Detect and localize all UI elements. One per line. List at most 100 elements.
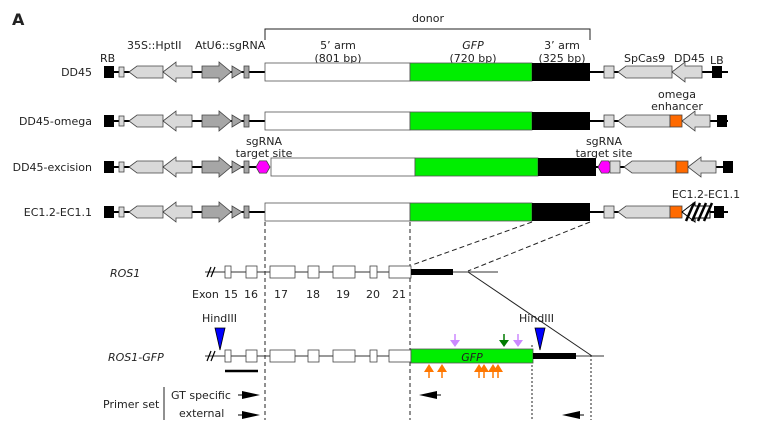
arm5-name: 5’ arm bbox=[320, 39, 356, 52]
cas9-arrow bbox=[617, 205, 671, 219]
atu6-promoter-arrow bbox=[201, 156, 232, 178]
dd45-promoter-arrow bbox=[681, 110, 711, 132]
construct-label: DD45-excision bbox=[13, 161, 92, 174]
sgrna-arrow bbox=[231, 65, 243, 79]
gfp-block bbox=[409, 202, 533, 222]
cas9-terminator bbox=[609, 160, 621, 174]
panel-label: A bbox=[12, 10, 25, 29]
construct-label: EC1.2-EC1.1 bbox=[24, 206, 92, 219]
hindiii-label-2: HindIII bbox=[519, 312, 554, 325]
construct-row bbox=[104, 200, 728, 224]
arm5-block bbox=[264, 202, 411, 222]
mutation-arrow-head bbox=[450, 340, 460, 347]
sgrna-arrow bbox=[231, 205, 243, 219]
hptii-arrow bbox=[128, 114, 164, 128]
cas9-terminator bbox=[603, 205, 615, 219]
target-label-1b: sgRNA bbox=[586, 135, 623, 148]
arm3-block bbox=[532, 203, 590, 221]
mutation-arrow-head bbox=[513, 340, 523, 347]
exon-number: 19 bbox=[336, 288, 350, 301]
lb-label: LB bbox=[710, 54, 724, 67]
arm3-block bbox=[538, 158, 596, 176]
hindiii-label-1: HindIII bbox=[202, 312, 237, 325]
hptii-arrow bbox=[128, 205, 164, 219]
insertion-line bbox=[467, 271, 593, 357]
arm5-block bbox=[264, 62, 411, 82]
hindiii-site bbox=[214, 327, 226, 351]
sgrna-terminator bbox=[243, 205, 250, 219]
atu6-promoter-arrow bbox=[201, 201, 232, 223]
ros1-3utr bbox=[411, 269, 453, 275]
exon-number: 20 bbox=[366, 288, 380, 301]
donor-bracket: donor bbox=[264, 12, 591, 40]
gfp-block bbox=[409, 62, 533, 82]
hptii-arrow bbox=[128, 160, 164, 174]
exon-number: 15 bbox=[224, 288, 238, 301]
exon-box bbox=[307, 265, 320, 279]
sgrna-terminator bbox=[243, 160, 250, 174]
exon-box bbox=[388, 349, 412, 363]
exon-box bbox=[245, 349, 258, 363]
omega-enhancer bbox=[675, 160, 689, 174]
rb-border bbox=[104, 206, 114, 218]
exon-number: 18 bbox=[306, 288, 320, 301]
primer-ext-label: external bbox=[179, 407, 224, 420]
target-label-1a: sgRNA bbox=[246, 135, 283, 148]
gfp-block bbox=[414, 157, 539, 177]
construct-row bbox=[104, 61, 728, 83]
exon-box bbox=[332, 265, 356, 279]
ros1-gene-label: ROS1 bbox=[110, 267, 140, 280]
arm3-block bbox=[532, 112, 590, 130]
dd45-label: DD45 bbox=[674, 52, 705, 65]
cas9-terminator bbox=[603, 65, 615, 79]
ros1-gfp-locus bbox=[205, 327, 604, 378]
ec-stripe bbox=[702, 202, 714, 222]
construct-row bbox=[104, 156, 733, 178]
orange-arrow-head bbox=[493, 364, 503, 372]
lb-border bbox=[714, 206, 724, 218]
atu6-promoter-arrow bbox=[201, 61, 232, 83]
exon-number: 21 bbox=[392, 288, 406, 301]
sgrna-arrow bbox=[231, 160, 243, 174]
rb-border bbox=[104, 66, 114, 78]
atu6-promoter-arrow bbox=[201, 110, 232, 132]
omega-label-1: omega bbox=[658, 88, 696, 101]
orange-arrow-head bbox=[437, 364, 447, 372]
projection-lines bbox=[264, 221, 593, 420]
primer-set-title: Primer set bbox=[103, 398, 160, 411]
gfp-name: GFP bbox=[462, 39, 484, 52]
break-mark bbox=[210, 350, 216, 362]
break-mark bbox=[206, 350, 212, 362]
arm5-size: (801 bp) bbox=[314, 52, 361, 65]
target-label-2b: target site bbox=[576, 147, 633, 160]
exon-box bbox=[388, 265, 412, 279]
primer-gt-label: GT specific bbox=[171, 389, 231, 402]
gfp-size: (720 bp) bbox=[449, 52, 496, 65]
arm3-size: (325 bp) bbox=[538, 52, 585, 65]
cas9-terminator bbox=[603, 114, 615, 128]
ros1-gfp-3utr bbox=[533, 353, 576, 359]
terminator-block bbox=[118, 206, 125, 218]
arm3-block bbox=[532, 63, 590, 81]
ec-label: EC1.2-EC1.1 bbox=[672, 188, 740, 201]
orange-arrow-head bbox=[424, 364, 434, 372]
terminator-block bbox=[118, 66, 125, 78]
sgrna-target-site bbox=[597, 160, 613, 174]
omega-enhancer bbox=[669, 205, 683, 219]
exon-box bbox=[369, 349, 378, 363]
construct-label: DD45 bbox=[61, 66, 92, 79]
break-mark bbox=[206, 266, 212, 278]
sgrna-terminator bbox=[243, 65, 250, 79]
exon-number: 16 bbox=[244, 288, 258, 301]
cas9-label: SpCas9 bbox=[624, 52, 665, 65]
omega-label-2: enhancer bbox=[651, 100, 703, 113]
exon-box bbox=[224, 349, 232, 363]
lb-border bbox=[723, 161, 733, 173]
terminator-block bbox=[118, 161, 125, 173]
primer-reverse-arrow bbox=[419, 391, 437, 399]
hpt-label: 35S::HptII bbox=[127, 39, 181, 52]
exon-box bbox=[269, 349, 296, 363]
dashed-line-gfp-end bbox=[411, 221, 533, 266]
